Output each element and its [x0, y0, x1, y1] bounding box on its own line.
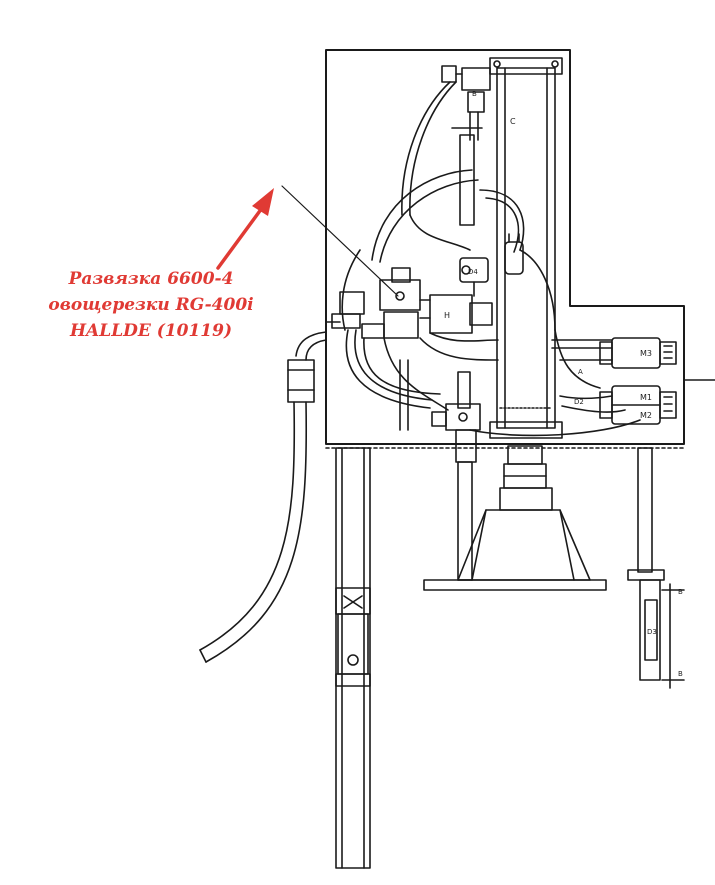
top-valve [441, 65, 491, 141]
label-dim-b-bottom: B [678, 670, 683, 678]
left-leg [335, 447, 371, 869]
valve-rod [451, 127, 483, 226]
label-motor-m3: M3 [640, 349, 652, 358]
annotation-arrow [216, 188, 274, 270]
motor-m3 [599, 337, 677, 369]
right-leg [627, 447, 685, 689]
annotation-line-1: Развязка 6600-4 [68, 269, 234, 289]
label-motor-m1: M1 [640, 393, 652, 402]
housing-outline [325, 49, 685, 445]
top-hoses [341, 81, 556, 331]
lower-coupling [503, 445, 547, 489]
lower-hoses [345, 329, 641, 437]
external-hose [199, 331, 327, 663]
label-part-d2: D2 [574, 398, 584, 406]
motor-m1-m2 [599, 385, 677, 425]
annotation-line-3: HALLDE (10119) [69, 321, 232, 341]
left-manifold [325, 291, 385, 339]
label-valve-top: B [472, 90, 477, 98]
right-coupler [504, 233, 524, 275]
cylinder-c [489, 57, 563, 439]
annotation-callout: Развязка 6600-4 овощерезки RG-400i HALLD… [36, 266, 266, 344]
annotation-line-2: овощерезки RG-400i [48, 295, 254, 315]
label-solenoid: H [444, 311, 450, 320]
solenoid-block [379, 267, 493, 339]
label-motor-m2: M2 [640, 411, 652, 420]
label-cylinder: C [510, 117, 516, 126]
label-part-a: A [578, 368, 583, 376]
middle-leg [457, 461, 473, 581]
label-dim-b-top: B [678, 588, 683, 596]
pyramid-base [423, 487, 607, 591]
label-sensor-d4: D4 [468, 268, 478, 276]
leader-line [281, 185, 399, 297]
label-part-d3: D3 [647, 628, 657, 636]
sensor-d4 [459, 257, 489, 297]
lower-valve [431, 403, 481, 463]
inner-rod [457, 371, 471, 409]
